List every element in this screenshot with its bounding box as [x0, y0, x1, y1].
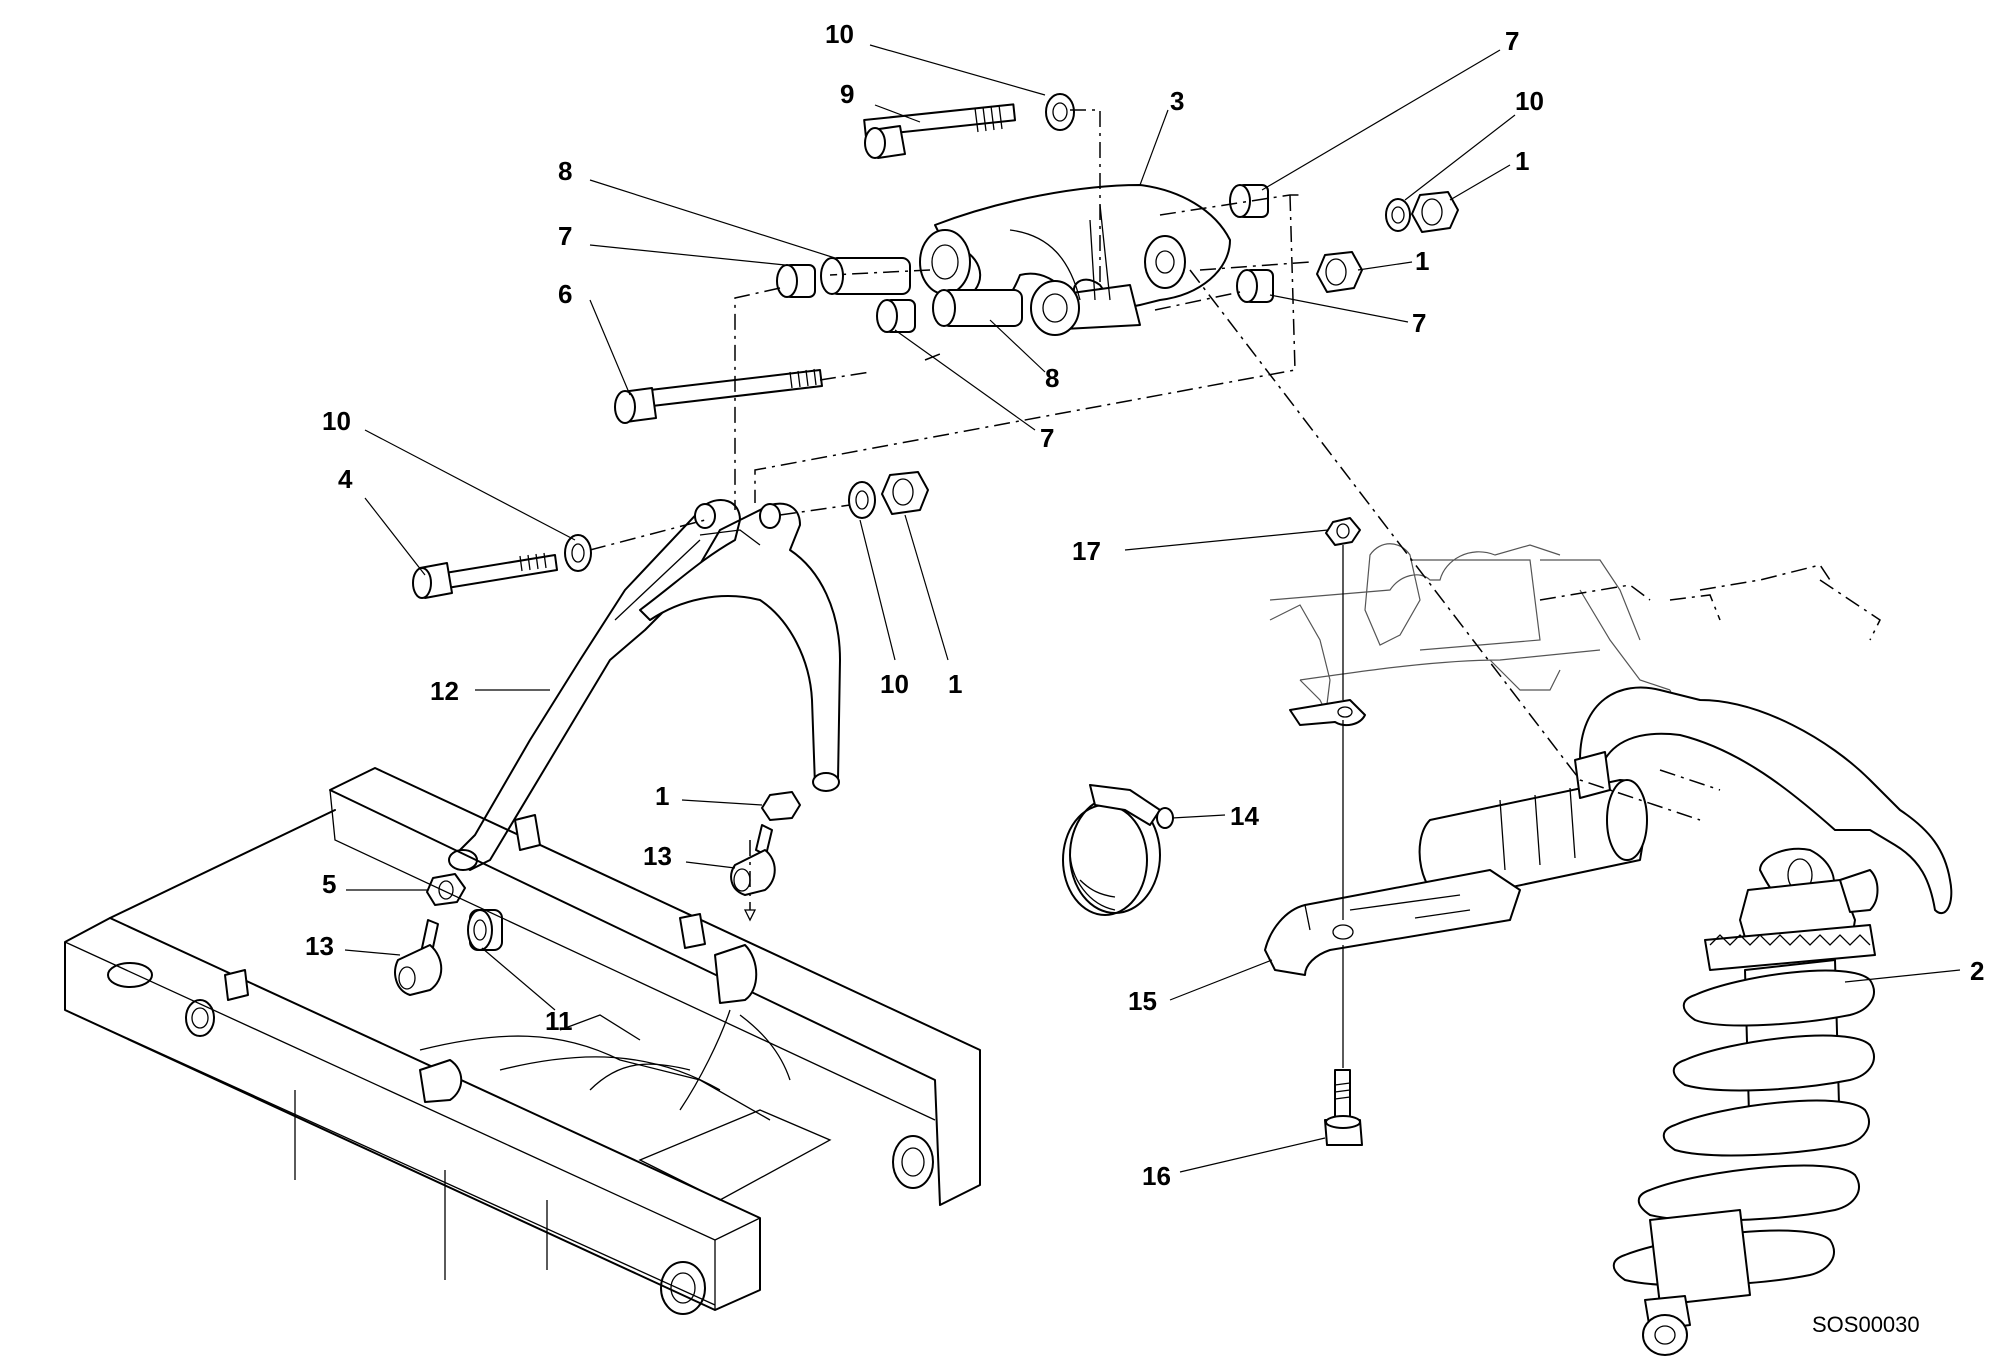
bushing-8-mid-part [932, 289, 1023, 327]
bushing-8-top-part [820, 257, 911, 295]
callout-10-left: 10 [322, 406, 351, 436]
callout-1-low: 1 [655, 781, 669, 811]
spacer-11-part [467, 909, 503, 951]
callout-5: 5 [322, 869, 336, 899]
spacer-7-right-mid-part [1236, 269, 1274, 303]
callout-10-top: 10 [825, 19, 854, 49]
callout-7-left: 7 [558, 221, 572, 251]
callout-7-right-mid: 7 [1412, 308, 1426, 338]
callout-13-left: 13 [305, 931, 334, 961]
washer-10-left-part [564, 534, 592, 572]
leader-lines [344, 44, 1961, 1173]
spacer-7-mid-part [876, 299, 916, 333]
spacer-7-left-part [776, 264, 816, 298]
callout-3: 3 [1170, 86, 1184, 116]
callout-12: 12 [430, 676, 459, 706]
swingarm-part [64, 767, 981, 1315]
bracket-15-part [1264, 699, 1521, 976]
bolt-4-part [412, 552, 558, 599]
shock-absorber-2-part [1418, 686, 1953, 1356]
callout-6: 6 [558, 279, 572, 309]
washer-10-mid-part [848, 481, 876, 519]
callout-15: 15 [1128, 986, 1157, 1016]
callout-7-top: 7 [1505, 26, 1519, 56]
bolt-16-part [1324, 1069, 1363, 1146]
callout-9: 9 [840, 79, 854, 109]
nut-1-mid-part [881, 471, 929, 515]
nut-1-right-top-part [1411, 191, 1459, 233]
callout-11: 11 [545, 1006, 573, 1036]
callout-10-right: 10 [1515, 86, 1544, 116]
callout-14: 14 [1230, 801, 1259, 831]
callout-1-right-mid: 1 [1415, 246, 1429, 276]
washer-10-top-part [1045, 93, 1075, 131]
callout-labels: 10 9 3 7 10 1 8 7 1 7 6 8 7 10 4 17 12 1… [305, 19, 1984, 1191]
clamp-14-part [1062, 784, 1174, 916]
rod-end-13-left-part [394, 919, 443, 996]
nut-1-low-part [761, 791, 801, 821]
callout-8-mid: 8 [1045, 363, 1059, 393]
callout-17: 17 [1072, 536, 1101, 566]
callout-1-mid: 1 [948, 669, 962, 699]
nut-17-part [1325, 517, 1361, 546]
frame-section-part [1269, 543, 1681, 721]
washer-10-right-part [1385, 198, 1411, 232]
callout-8-top: 8 [558, 156, 572, 186]
callout-2: 2 [1970, 956, 1984, 986]
drawing-code: SOS00030 [1812, 1312, 1920, 1337]
callout-13-mid: 13 [643, 841, 672, 871]
callout-7-mid: 7 [1040, 423, 1054, 453]
bolt-6-part [614, 368, 823, 424]
callout-1-right-top: 1 [1515, 146, 1529, 176]
callout-16: 16 [1142, 1161, 1171, 1191]
rod-end-13-mid-part [730, 824, 776, 896]
assembly-lines [589, 109, 1881, 1068]
nut-5-part [426, 873, 466, 906]
nut-1-right-mid-part [1316, 251, 1363, 293]
bolt-9-part [863, 103, 1017, 159]
callout-10-mid: 10 [880, 669, 909, 699]
callout-4: 4 [338, 464, 353, 494]
rocker-arm-part [919, 184, 1231, 336]
